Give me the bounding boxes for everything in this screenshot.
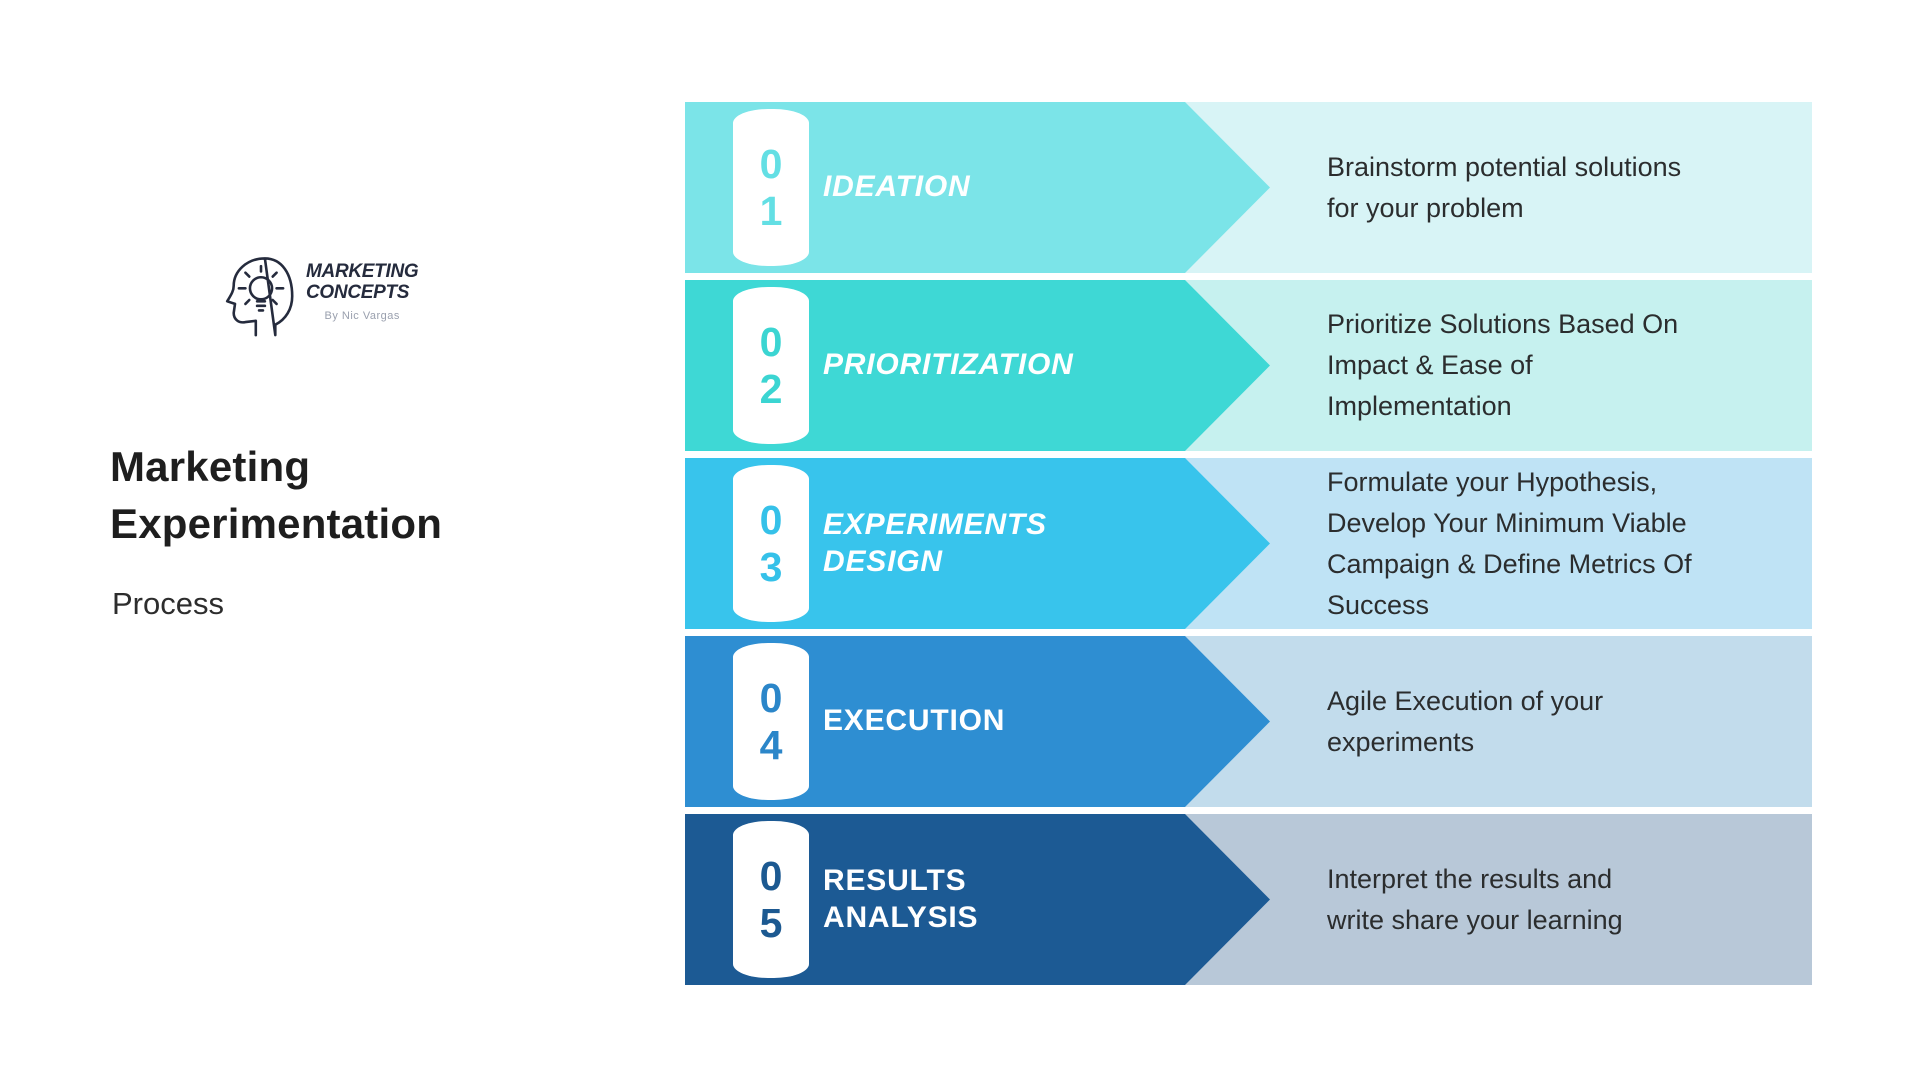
step-label: EXECUTION <box>823 704 1006 738</box>
page-title-line1: Marketing <box>110 443 311 490</box>
step-description: Formulate your Hypothesis, Develop Your … <box>1327 466 1692 620</box>
step-number-pill: 0 3 <box>733 465 809 622</box>
process-steps: Brainstorm potential solutions for your … <box>685 102 1812 992</box>
step-description: Agile Execution of your experiments <box>1327 685 1604 757</box>
step-number-bottom: 4 <box>759 721 783 768</box>
step-number-top: 0 <box>759 674 783 721</box>
step-number-bottom: 1 <box>759 187 783 234</box>
process-step: Brainstorm potential solutions for your … <box>685 102 1812 273</box>
step-number-bottom: 3 <box>759 543 783 590</box>
step-label: RESULTS ANALYSIS <box>823 863 979 934</box>
logo-byline: By Nic Vargas <box>324 310 400 323</box>
logo-text: MARKETING CONCEPTS By Nic Vargas <box>306 261 419 323</box>
step-number-top: 0 <box>759 852 783 899</box>
step-number-bottom: 2 <box>759 365 783 412</box>
step-description-panel: Interpret the results and write share yo… <box>1185 814 1812 985</box>
step-number-top: 0 <box>759 140 783 187</box>
head-lightbulb-icon <box>225 257 294 337</box>
step-description-panel: Formulate your Hypothesis, Develop Your … <box>1185 458 1812 629</box>
step-number-pill: 0 1 <box>733 109 809 266</box>
step-description: Interpret the results and write share yo… <box>1327 863 1623 935</box>
step-description-panel: Brainstorm potential solutions for your … <box>1185 102 1812 273</box>
step-arrow-band: 0 4 EXECUTION <box>685 636 1270 807</box>
step-number-pill: 0 4 <box>733 643 809 800</box>
brand-logo: MARKETING CONCEPTS By Nic Vargas <box>222 254 419 346</box>
process-step: Formulate your Hypothesis, Develop Your … <box>685 458 1812 629</box>
step-label: PRIORITIZATION <box>823 348 1074 382</box>
process-step: Prioritize Solutions Based On Impact & E… <box>685 280 1812 451</box>
process-step: Interpret the results and write share yo… <box>685 814 1812 985</box>
step-arrow-band: 0 1 IDEATION <box>685 102 1270 273</box>
step-description: Prioritize Solutions Based On Impact & E… <box>1327 309 1679 421</box>
step-description: Brainstorm potential solutions for your … <box>1327 151 1682 223</box>
step-number-top: 0 <box>759 496 783 543</box>
step-number-bottom: 5 <box>759 899 783 946</box>
logo-title-line2: CONCEPTS <box>306 281 410 303</box>
logo-title-line1: MARKETING <box>306 261 419 282</box>
step-label: EXPERIMENTS DESIGN <box>823 507 1047 578</box>
step-number-top: 0 <box>759 318 783 365</box>
step-number-pill: 0 2 <box>733 287 809 444</box>
process-step: Agile Execution of your experiments 0 4 … <box>685 636 1812 807</box>
page-title-line2: Experimentation <box>110 500 443 548</box>
step-arrow-band: 0 2 PRIORITIZATION <box>685 280 1270 451</box>
step-arrow-band: 0 3 EXPERIMENTS DESIGN <box>685 458 1270 629</box>
step-number-pill: 0 5 <box>733 821 809 978</box>
step-arrow-band: 0 5 RESULTS ANALYSIS <box>685 814 1270 985</box>
step-description-panel: Agile Execution of your experiments <box>1185 636 1812 807</box>
step-label: IDEATION <box>823 170 971 204</box>
step-description-panel: Prioritize Solutions Based On Impact & E… <box>1185 280 1812 451</box>
page-subtitle: Process <box>112 586 224 621</box>
